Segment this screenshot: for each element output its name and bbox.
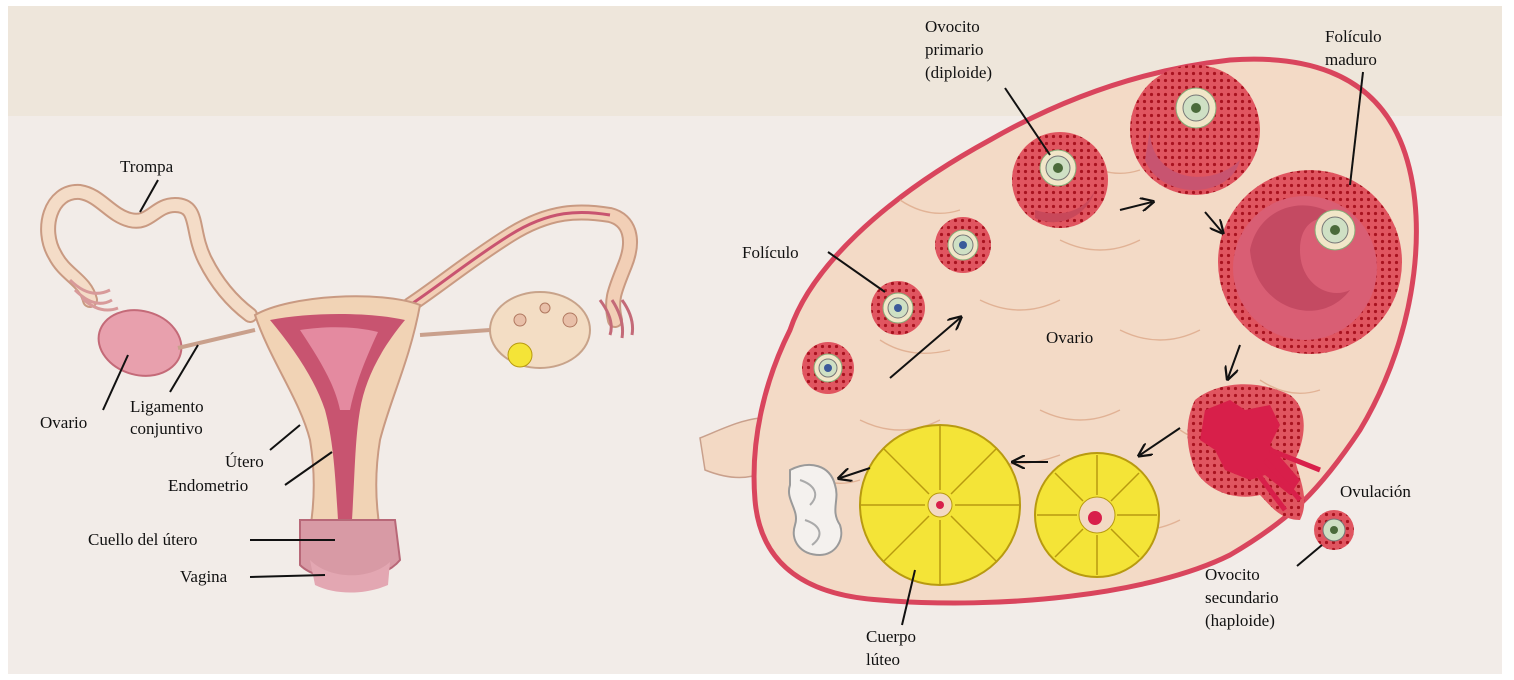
ovary-corpus-luteum-small — [508, 343, 532, 367]
label-ovocito-primario-2: primario — [925, 40, 984, 59]
ovary-follicle-small-1 — [514, 314, 526, 326]
label-foliculo-maduro-1: Folículo — [1325, 27, 1382, 46]
label-cuello: Cuello del útero — [88, 530, 198, 549]
label-utero: Útero — [225, 452, 264, 471]
label-trompa: Trompa — [120, 157, 174, 176]
released-oocyte — [1314, 510, 1354, 550]
follicle-growing — [1130, 65, 1260, 195]
follicle-mature — [1218, 170, 1402, 354]
label-ovocito-secundario-1: Ovocito — [1205, 565, 1260, 584]
label-ovocito-primario-1: Ovocito — [925, 17, 980, 36]
label-vagina: Vagina — [180, 567, 228, 586]
follicle-small-1 — [802, 342, 854, 394]
label-ovulacion: Ovulación — [1340, 482, 1411, 501]
corpus-luteum-forming — [1035, 453, 1159, 577]
label-ovocito-primario-3: (diploide) — [925, 63, 992, 82]
label-ovario-right: Ovario — [1046, 328, 1093, 347]
label-foliculo: Folículo — [742, 243, 799, 262]
follicle-small-3 — [935, 217, 991, 273]
label-endometrio: Endometrio — [168, 476, 248, 495]
corpus-luteum-mature — [860, 425, 1020, 585]
ovary-follicle-small-3 — [563, 313, 577, 327]
right-ovary-section — [490, 292, 590, 368]
label-ligamento-2: conjuntivo — [130, 419, 203, 438]
follicle-small-2 — [871, 281, 925, 335]
label-cuerpo-luteo-2: lúteo — [866, 650, 900, 669]
label-ligamento-1: Ligamento — [130, 397, 204, 416]
corpus-albicans — [789, 465, 841, 555]
ovary-follicle-small-2 — [540, 303, 550, 313]
label-foliculo-maduro-2: maduro — [1325, 50, 1377, 69]
label-ovario-left: Ovario — [40, 413, 87, 432]
label-ovocito-secundario-2: secundario — [1205, 588, 1279, 607]
follicle-primary-oocyte — [1012, 132, 1108, 228]
label-cuerpo-luteo-1: Cuerpo — [866, 627, 916, 646]
label-ovocito-secundario-3: (haploide) — [1205, 611, 1275, 630]
